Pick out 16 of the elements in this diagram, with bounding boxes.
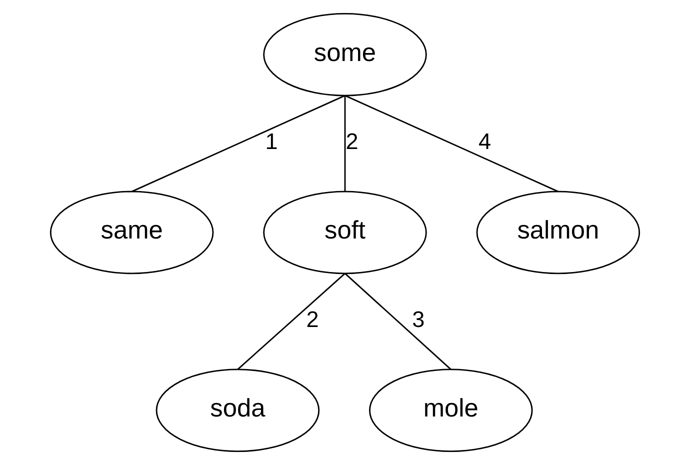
connector [344, 96, 346, 192]
connector [236, 272, 345, 370]
node-ellipse: soft [262, 190, 426, 274]
connector [131, 94, 345, 192]
edge-label: 4 [478, 128, 491, 154]
node-ellipse: salmon [476, 190, 640, 274]
node-ellipse: same [49, 190, 214, 274]
edge-label: 3 [412, 306, 424, 332]
edge-label: 2 [345, 128, 358, 154]
connector [344, 272, 451, 370]
connector [344, 94, 558, 192]
node-ellipse: soda [155, 368, 320, 452]
edge-label: 1 [264, 128, 278, 154]
node-ellipse: mole [368, 368, 532, 452]
edge-label: 2 [306, 306, 318, 332]
node-ellipse: some [262, 12, 426, 96]
